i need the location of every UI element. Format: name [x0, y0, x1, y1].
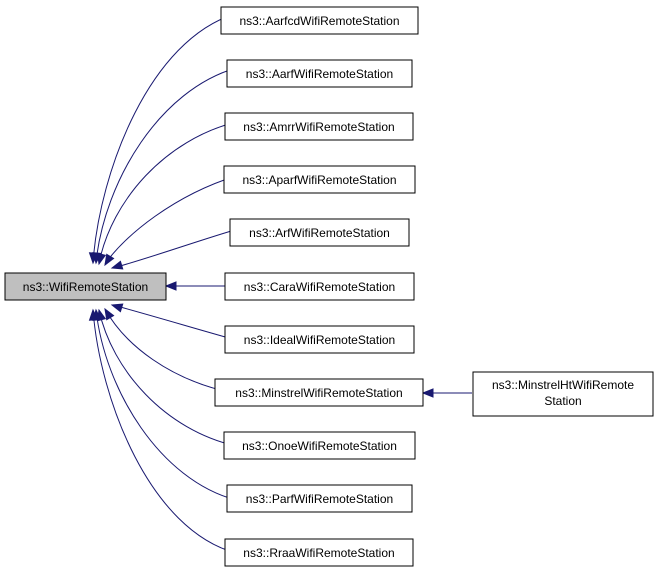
- arrowhead-icon: [104, 307, 115, 321]
- arrowhead-icon: [421, 388, 434, 398]
- inheritance-edge: [95, 309, 237, 501]
- node-label: ns3::ParfWifiRemoteStation: [246, 492, 393, 506]
- node-aparf-wifi-remote-station[interactable]: ns3::AparfWifiRemoteStation: [223, 165, 416, 194]
- node-onoe-wifi-remote-station[interactable]: ns3::OnoeWifiRemoteStation: [223, 431, 416, 460]
- arrowhead-icon: [104, 253, 115, 267]
- node-box: [223, 165, 416, 194]
- node-wifi-remote-station[interactable]: ns3::WifiRemoteStation: [4, 272, 167, 301]
- node-box: [224, 272, 415, 301]
- node-label-line-2: Station: [544, 394, 581, 408]
- node-label: ns3::AparfWifiRemoteStation: [242, 173, 396, 187]
- node-ideal-wifi-remote-station[interactable]: ns3::IdealWifiRemoteStation: [224, 325, 415, 354]
- inheritance-edge: [112, 304, 237, 341]
- node-box: [220, 6, 419, 35]
- node-label: ns3::RraaWifiRemoteStation: [243, 546, 394, 560]
- node-box: [224, 538, 414, 567]
- node-aarfcd-wifi-remote-station[interactable]: ns3::AarfcdWifiRemoteStation: [220, 6, 419, 35]
- inheritance-edge: [104, 308, 234, 394]
- node-label: ns3::ArfWifiRemoteStation: [249, 226, 390, 240]
- node-aarf-wifi-remote-station[interactable]: ns3::AarfWifiRemoteStation: [226, 59, 413, 88]
- node-box: [214, 378, 424, 407]
- arrowhead-icon: [110, 303, 124, 313]
- node-box: [224, 325, 415, 354]
- arrowhead-icon: [96, 252, 107, 266]
- node-box: [223, 431, 416, 460]
- node-box: [229, 218, 410, 247]
- node-label: ns3::OnoeWifiRemoteStation: [242, 439, 397, 453]
- node-label: ns3::AmrrWifiRemoteStation: [243, 120, 394, 134]
- node-label: ns3::WifiRemoteStation: [23, 280, 148, 294]
- node-minstrel-ht-wifi-remote-station[interactable]: ns3::MinstrelHtWifiRemote Station: [472, 371, 654, 417]
- inheritance-edge: [104, 175, 237, 265]
- node-label: ns3::IdealWifiRemoteStation: [244, 333, 395, 347]
- node-minstrel-wifi-remote-station[interactable]: ns3::MinstrelWifiRemoteStation: [214, 378, 424, 407]
- node-arf-wifi-remote-station[interactable]: ns3::ArfWifiRemoteStation: [229, 218, 410, 247]
- node-label: ns3::CaraWifiRemoteStation: [244, 280, 395, 294]
- node-box: [472, 371, 654, 417]
- node-label: ns3::MinstrelWifiRemoteStation: [235, 386, 402, 400]
- node-box: [4, 272, 167, 301]
- node-amrr-wifi-remote-station[interactable]: ns3::AmrrWifiRemoteStation: [224, 112, 414, 141]
- node-rraa-wifi-remote-station[interactable]: ns3::RraaWifiRemoteStation: [224, 538, 414, 567]
- inheritance-edges: [88, 13, 472, 554]
- arrowhead-icon: [164, 281, 177, 291]
- node-box: [226, 484, 413, 513]
- arrowhead-icon: [110, 260, 124, 270]
- inheritance-edge: [98, 309, 237, 447]
- inheritance-edge: [92, 309, 237, 554]
- node-label-line-1: ns3::MinstrelHtWifiRemote: [492, 378, 634, 392]
- node-cara-wifi-remote-station[interactable]: ns3::CaraWifiRemoteStation: [224, 272, 415, 301]
- inheritance-edge: [112, 228, 239, 269]
- node-label: ns3::AarfcdWifiRemoteStation: [239, 14, 399, 28]
- arrowhead-icon: [88, 308, 99, 321]
- inheritance-edge: [98, 121, 237, 264]
- inheritance-edge: [95, 67, 237, 263]
- node-box: [224, 112, 414, 141]
- node-parf-wifi-remote-station[interactable]: ns3::ParfWifiRemoteStation: [226, 484, 413, 513]
- inheritance-edge: [92, 13, 236, 263]
- node-label: ns3::AarfWifiRemoteStation: [246, 67, 393, 81]
- node-box: [226, 59, 413, 88]
